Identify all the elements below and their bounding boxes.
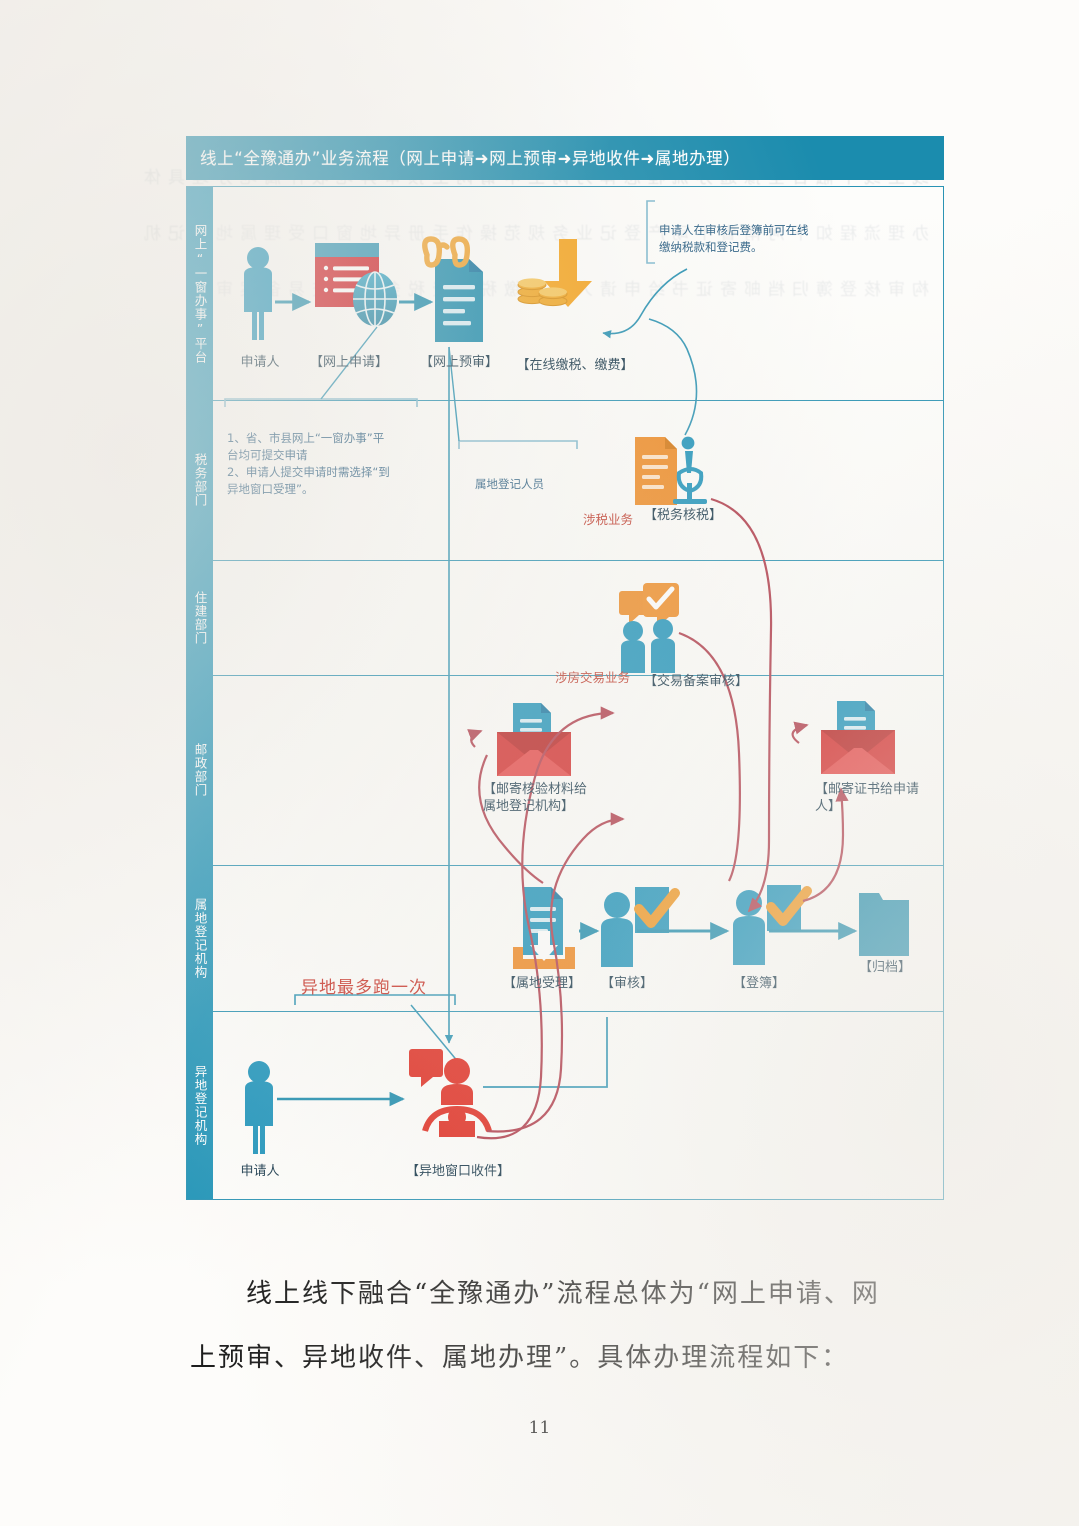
two-people-icon (621, 619, 675, 673)
node-online-pre-review: 【网上预审】 (419, 355, 498, 370)
paragraph-line-2: 上预审、异地收件、属地办理”。具体办理流程如下： (190, 1343, 850, 1373)
node-mail-materials: 【邮寄核验材料给 属地登记机构】 (483, 782, 588, 814)
diagram-title: 线上“全豫通办”业务流程（网上申请➜网上预审➜异地收件➜属地办理） (200, 149, 741, 168)
arrow-into-mail-materials (467, 729, 483, 748)
icon-applicant-online (244, 247, 272, 340)
connector-note-to-pay (602, 268, 688, 339)
node-register: 【登簿】 (732, 976, 785, 991)
node-archive: 【归档】 (858, 960, 911, 975)
icon-review (601, 887, 680, 967)
business-flow-diagram: 线上“全豫通办”业务流程（网上申请➜网上预审➜异地收件➜属地办理） 网上“一窗办… (186, 136, 944, 1200)
node-mail-certificate: 【邮寄证书给申请 人】 (815, 782, 920, 814)
bracket-local-registrar-note (458, 440, 578, 449)
node-tax-audit: 【税务核税】 (643, 508, 722, 523)
node-online-apply: 【网上申请】 (309, 355, 388, 370)
icon-mail-materials (497, 703, 571, 776)
connector-tax-to-local (710, 497, 773, 913)
note-local-registrar: 属地登记人员 (475, 477, 544, 491)
node-online-pay: 【在线缴税、缴费】 (516, 358, 634, 373)
body-paragraph: 线上线下融合“全豫通办”流程总体为“网上申请、网 上预审、异地收件、属地办理”。… (190, 1262, 980, 1390)
node-remote-window-receive: 【异地窗口收件】 (405, 1164, 510, 1179)
diagram-graphics-layer (224, 200, 909, 1154)
arrow-into-mail-cert (791, 721, 809, 744)
node-review: 【审核】 (600, 976, 653, 991)
node-trade-record-review: 【交易备案审核】 (643, 674, 748, 689)
note-online-pay: 申请人在审核后登簿前可在线 缴纳税款和登记费。 (659, 223, 809, 254)
paragraph-line-1: 线上线下融合“全豫通办”流程总体为“网上申请、网 (190, 1279, 880, 1309)
icon-mail-certificate (821, 701, 895, 774)
connector-window-right (483, 1017, 608, 1088)
icon-online-apply (315, 243, 397, 327)
page-number: 11 (528, 1418, 551, 1438)
microscope-icon (673, 436, 707, 504)
icon-tax-audit (635, 436, 707, 505)
tag-housing-trade-business: 涉房交易业务 (555, 670, 631, 685)
icon-online-pre-review (422, 236, 483, 342)
node-applicant-online: 申请人 (240, 355, 280, 370)
connector-tax-to-pay (648, 318, 698, 436)
node-local-accept: 【属地受理】 (502, 976, 581, 991)
icon-remote-window-receive (409, 1049, 492, 1137)
node-applicant-offline: 申请人 (240, 1164, 280, 1179)
icon-trade-record-review (619, 583, 679, 673)
tag-tax-business: 涉税业务 (583, 512, 634, 527)
bracket-platform-note (224, 398, 418, 407)
icon-applicant-offline (245, 1061, 273, 1154)
note-platform: 1、省、市县网上“一窗办事”平 台均可提交申请 2、申请人提交申请时需选择“到 … (227, 431, 390, 496)
connector-trade-to-local (678, 631, 741, 882)
tag-run-once: 异地最多跑一次 (301, 978, 427, 998)
icon-register (733, 885, 812, 965)
diagram-body: 网上“一窗办事”平台 税务部门 住建部门 邮政部门 属地登记机构 异地登记机构 (186, 186, 944, 1200)
bracket-online-pay-note (646, 200, 655, 264)
icon-local-accept (513, 887, 575, 969)
diagram-title-bar: 线上“全豫通办”业务流程（网上申请➜网上预审➜异地收件➜属地办理） (186, 136, 944, 180)
icon-online-pay (517, 239, 592, 307)
icon-archive (859, 893, 909, 956)
